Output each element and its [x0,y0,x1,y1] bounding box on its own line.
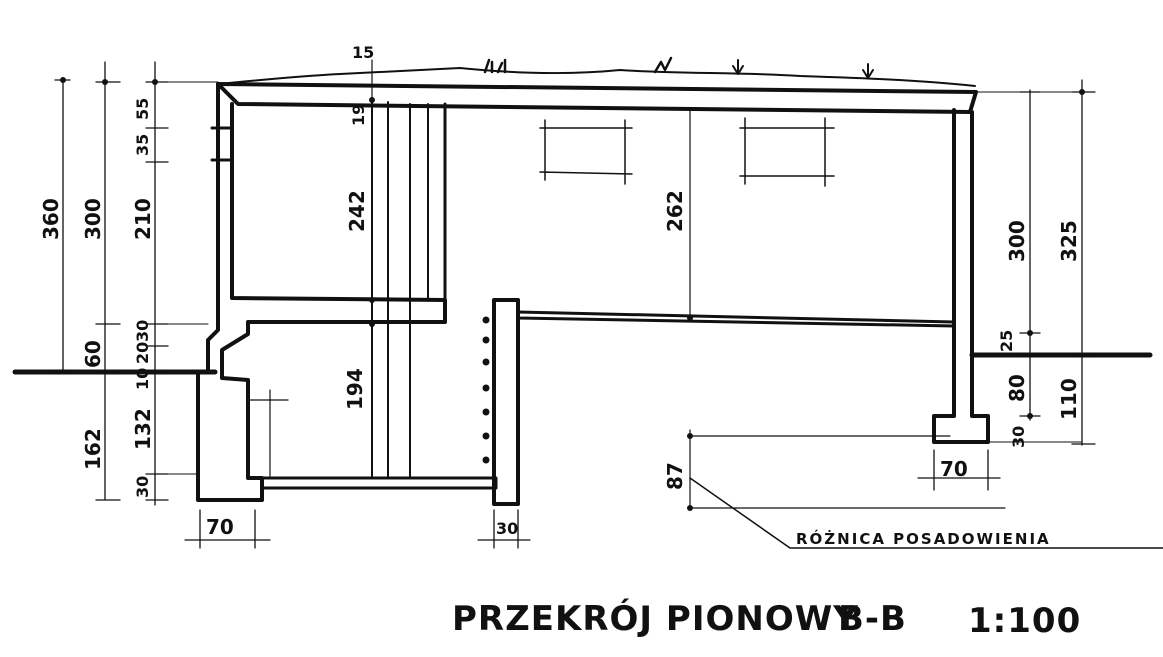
dim-10: 10 [133,368,152,390]
dim-25: 25 [997,330,1016,352]
dim-30a: 30 [133,320,152,342]
dim-132: 132 [131,408,155,450]
dim-325: 325 [1057,220,1081,262]
dim-footing-left [184,509,271,549]
dim-60: 60 [81,340,105,368]
left-wall-joints [210,126,234,162]
column-dots [482,316,490,464]
dim-30-right: 30 [1009,426,1028,448]
lower-slab [260,476,498,490]
title-scale: 1:100 [968,601,1081,641]
roof-slab [216,82,978,114]
grass-mark-2 [653,56,673,74]
dim-15-roof: 15 [352,43,374,62]
dim-ties [167,81,219,475]
window-right [739,117,835,187]
window-left [539,119,633,185]
dim-footing-left-70: 70 [206,515,234,539]
dim-162: 162 [81,428,105,470]
grass-mark-1 [483,58,507,74]
grass-mark-4 [862,63,874,79]
stair-shaft-upper [371,99,429,477]
dim-300-right: 300 [1005,220,1029,262]
dim-55: 55 [133,98,152,120]
dim-360: 360 [39,198,63,240]
dim-194: 194 [343,368,367,410]
inner-cross-mark [249,389,289,477]
dim-110: 110 [1057,378,1081,420]
right-wall [932,108,990,444]
grass-mark-3 [732,59,744,75]
dim-footing-right [917,449,1001,491]
roof-terrain [217,67,976,87]
dim-262: 262 [663,190,687,232]
dim-30-bottom: 30 [133,476,152,498]
dim-footing-mid [477,509,531,549]
dim-footing-mid-30: 30 [496,519,518,538]
dim-line-87 [689,429,1006,509]
leader-line [689,477,1163,549]
title-section: B-B [838,599,907,639]
dim-210: 210 [131,198,155,240]
dim-300-left: 300 [81,198,105,240]
dim-footing-right-70: 70 [940,457,968,481]
dim-20: 20 [133,342,152,364]
dim-242: 242 [345,190,369,232]
central-column [492,298,520,506]
dim-87: 87 [663,462,687,490]
dim-dots [60,77,1085,511]
annotation-label: RÓŻNICA POSADOWIENIA [796,529,1051,548]
dim-19-roof: 19 [349,104,368,126]
dim-80: 80 [1005,374,1029,402]
left-wall [196,82,447,502]
dim-35: 35 [133,134,152,156]
title-main: PRZEKRÓJ PIONOWY [452,598,859,639]
dim-ties-right [975,91,1083,443]
floor-slab [516,310,956,328]
